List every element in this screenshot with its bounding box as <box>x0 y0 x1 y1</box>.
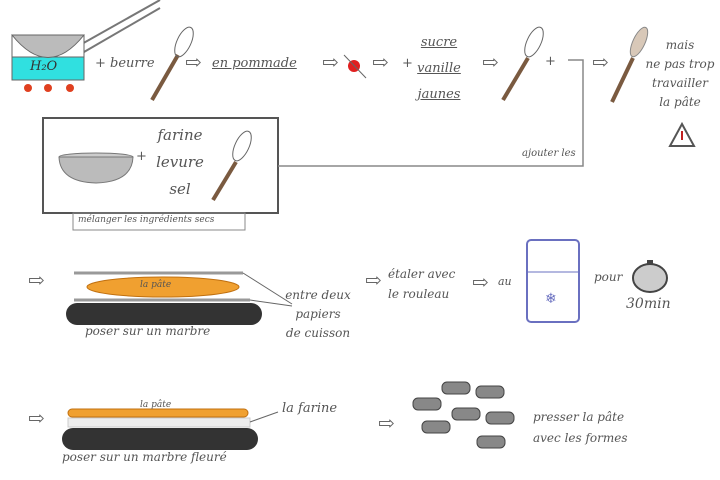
papiers-line: papiers <box>295 307 341 321</box>
text-papiers: entre deux papiers de cuisson <box>278 286 358 343</box>
arrow-icon: ⇨ <box>592 50 609 74</box>
dry-ingredients-list: farine levure sel <box>150 122 210 203</box>
text-ajouter: ajouter les <box>522 148 576 159</box>
arrow-icon: ⇨ <box>482 50 499 74</box>
papiers-line: entre deux <box>285 288 351 302</box>
arrow-icon: ⇨ <box>378 411 395 435</box>
text-duree: 30min <box>626 296 671 312</box>
plus-sign: + <box>136 149 147 164</box>
fridge-icon: ❄ <box>526 239 580 323</box>
warning-line: travailler <box>652 76 708 90</box>
pointer-lines <box>242 272 293 307</box>
whisk-icon <box>211 160 238 202</box>
water-label: H₂O <box>30 59 58 74</box>
warning-line: la pâte <box>659 95 701 109</box>
arrow-icon: ⇨ <box>322 50 339 74</box>
papiers-line: de cuisson <box>285 326 351 340</box>
dry-caption: mélanger les ingrédients secs <box>78 215 215 225</box>
text-levure: levure <box>156 153 204 171</box>
connector-line <box>278 59 584 167</box>
svg-text:❄: ❄ <box>545 291 557 307</box>
warning-line: mais <box>665 38 695 52</box>
dough-shape <box>86 276 240 298</box>
plus-sign: + <box>402 56 413 71</box>
text-sel: sel <box>169 180 191 198</box>
etaler-line: le rouleau <box>388 287 450 301</box>
arrow-icon: ⇨ <box>365 268 382 292</box>
marble-slab <box>66 303 262 325</box>
cookie-cutters-icon <box>412 381 515 449</box>
arrow-icon: ⇨ <box>372 50 389 74</box>
text-sucre: sucre <box>420 35 458 50</box>
text-pour: pour <box>594 270 623 284</box>
plus-sign: + <box>545 54 556 69</box>
text-marbre-fleure: poser sur un marbre fleuré <box>62 450 227 464</box>
text-la-pate: la pâte <box>140 280 172 290</box>
warning-text: mais ne pas trop travailler la pâte <box>640 36 720 112</box>
sugar-vanilla-yolks: sucre vanille jaunes <box>414 30 464 108</box>
text-beurre: + beurre <box>95 56 155 71</box>
marble-slab <box>62 428 258 450</box>
text-en-pommade: en pommade <box>212 56 297 71</box>
arrow-icon: ⇨ <box>28 406 45 430</box>
text-vanille: vanille <box>417 61 461 76</box>
no-fire-icon <box>343 54 367 79</box>
pointer-line <box>249 411 279 423</box>
whisk-icon <box>501 56 530 102</box>
arrow-icon: ⇨ <box>185 50 202 74</box>
timer-icon <box>632 260 668 293</box>
text-au: au <box>498 275 512 288</box>
flour-layer <box>67 417 251 428</box>
warning-icon <box>668 121 696 147</box>
text-etaler: étaler avec le rouleau <box>388 264 456 304</box>
text-la-pate: la pâte <box>140 400 172 410</box>
text-jaunes: jaunes <box>417 87 461 102</box>
bowl-icon <box>58 152 134 184</box>
etaler-line: étaler avec <box>388 267 456 281</box>
spatula-icon <box>610 26 649 103</box>
text-farine: farine <box>157 126 203 144</box>
bain-marie-icon <box>10 0 161 92</box>
text-marbre: poser sur un marbre <box>85 324 211 338</box>
presser-line: avec les formes <box>533 431 628 445</box>
caption-box <box>72 212 246 231</box>
warning-line: ne pas trop <box>645 57 715 71</box>
dough-shape <box>67 408 249 418</box>
arrow-icon: ⇨ <box>472 270 489 294</box>
presser-line: presser la pâte <box>533 410 625 424</box>
text-la-farine: la farine <box>282 401 338 416</box>
arrow-icon: ⇨ <box>28 268 45 292</box>
text-presser: presser la pâte avec les formes <box>533 407 628 449</box>
whisk-icon <box>150 53 180 102</box>
